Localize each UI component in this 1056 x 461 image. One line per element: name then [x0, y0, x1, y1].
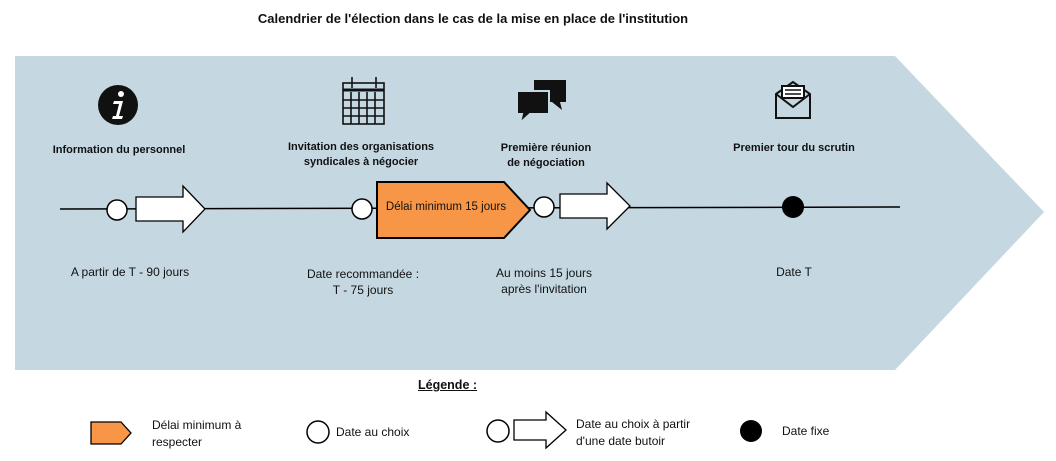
choice-date-marker-3 — [533, 196, 555, 218]
date-label-first-round: Date T — [776, 265, 812, 279]
date-label-invitation: Date recommandée : T - 75 jours — [290, 266, 436, 298]
stage-label-information: Information du personnel — [52, 144, 186, 156]
fixed-date-marker — [782, 196, 804, 218]
date-label-meeting: Au moins 15 jours après l'invitation — [476, 265, 612, 297]
timeline-band — [15, 56, 1044, 370]
diagram-title: Calendrier de l'élection dans le cas de … — [257, 11, 689, 26]
minimum-delay-label: Délai minimum 15 jours — [385, 201, 507, 213]
legend-item-deadline-date: Date au choix à partir d'une date butoir — [576, 416, 726, 450]
date-label-line: Au moins 15 jours — [495, 266, 593, 280]
legend-choice-symbol — [306, 420, 330, 444]
legend-text-line: Délai minimum à — [152, 418, 242, 432]
legend-text-line: d'une date butoir — [576, 434, 666, 448]
stage-label-line: de négociation — [507, 157, 585, 169]
legend-delay-symbol — [90, 421, 132, 445]
legend-title: Légende : — [418, 378, 478, 392]
deadline-arrow-3 — [559, 181, 631, 231]
calendar-icon — [342, 77, 385, 125]
stage-label-invitation: Invitation des organisations syndicales … — [276, 140, 446, 170]
date-label-line: après l'invitation — [501, 282, 587, 296]
legend-text-line: Date au choix à partir — [576, 417, 691, 431]
legend-text-line: Date fixe — [782, 424, 830, 438]
date-label-line: T - 75 jours — [332, 283, 394, 297]
stage-label-meeting: Première réunion de négociation — [478, 141, 614, 171]
stage-label-line: Invitation des organisations — [287, 141, 435, 153]
stage-label-first-round: Premier tour du scrutin — [733, 142, 855, 154]
info-icon — [98, 85, 138, 125]
legend-text-line: Date au choix — [336, 425, 410, 439]
minimum-delay-box — [376, 181, 532, 239]
stage-label-line: syndicales à négocier — [303, 156, 419, 168]
date-label-line: Date recommandée : — [306, 267, 420, 281]
legend-fixed-symbol — [740, 420, 762, 442]
deadline-arrow-1 — [135, 184, 206, 234]
legend-item-fixed-date: Date fixe — [782, 423, 882, 440]
legend-deadline-arrow — [513, 410, 567, 450]
choice-date-marker-2 — [351, 198, 373, 220]
legend-item-delay: Délai minimum à respecter — [152, 417, 292, 451]
legend-deadline-circle — [486, 419, 510, 443]
choice-date-marker-1 — [106, 199, 128, 221]
stage-label-line: Première réunion — [500, 142, 592, 154]
legend-text-line: respecter — [152, 435, 203, 449]
chat-icon — [516, 80, 566, 126]
legend-item-choice-date: Date au choix — [336, 424, 456, 441]
envelope-icon — [775, 80, 811, 119]
date-label-information: A partir de T - 90 jours — [70, 265, 190, 279]
